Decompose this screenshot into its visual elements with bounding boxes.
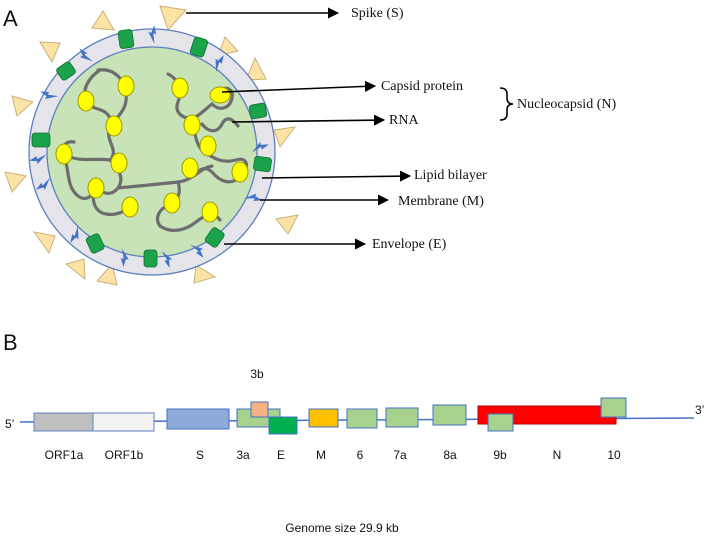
label-capsid-protein: Capsid protein bbox=[381, 79, 463, 94]
panel-b-label: B bbox=[3, 330, 18, 355]
membrane-proteins bbox=[29, 25, 269, 268]
gene-label-e: E bbox=[277, 448, 285, 462]
membrane-protein-icon bbox=[29, 154, 47, 165]
capsid-protein-icon bbox=[77, 90, 95, 112]
capsid-protein-icon bbox=[87, 177, 105, 199]
gene-7a bbox=[385, 407, 419, 428]
gene-label-3a: 3a bbox=[236, 448, 250, 462]
spike-icon bbox=[96, 262, 118, 286]
capsid-protein-icon bbox=[110, 152, 128, 174]
spike-icon bbox=[4, 171, 27, 193]
envelope-proteins bbox=[31, 29, 272, 268]
gene-label-orf1a: ORF1a bbox=[45, 448, 84, 462]
capsid-protein-icon bbox=[201, 201, 219, 223]
capsid-protein-icon bbox=[183, 114, 201, 136]
spike-proteins bbox=[4, 5, 299, 286]
spike-icon bbox=[11, 95, 35, 117]
five-prime-label: 5’ bbox=[5, 417, 14, 431]
spike-icon bbox=[245, 56, 267, 81]
three-prime-label: 3’ bbox=[695, 403, 704, 417]
label-envelope: Envelope (E) bbox=[372, 237, 447, 252]
gene-9b bbox=[487, 413, 514, 432]
gene-10 bbox=[600, 397, 627, 418]
capsid-proteins bbox=[55, 75, 249, 223]
capsid-protein-icon bbox=[117, 75, 135, 97]
membrane-protein-icon bbox=[215, 55, 224, 73]
gene-orf1b bbox=[92, 412, 155, 432]
spike-icon bbox=[91, 10, 115, 31]
membrane-protein-icon bbox=[190, 244, 204, 258]
spike-icon bbox=[39, 41, 61, 64]
membrane-protein-icon bbox=[40, 91, 59, 99]
callout-arrows bbox=[186, 7, 412, 250]
membrane-protein-icon bbox=[120, 248, 129, 267]
spike-icon bbox=[273, 126, 297, 149]
capsid-protein-icon bbox=[55, 143, 73, 165]
virion-core bbox=[46, 46, 258, 258]
gene-label-orf1b: ORF1b bbox=[105, 448, 144, 462]
envelope-protein-icon bbox=[117, 29, 135, 49]
label-membrane: Membrane (M) bbox=[398, 194, 484, 209]
spike-icon bbox=[193, 264, 217, 284]
gene-m bbox=[308, 408, 339, 428]
envelope-protein-icon bbox=[204, 227, 225, 248]
panel-a-label: A bbox=[3, 6, 18, 31]
gene-e bbox=[268, 416, 298, 435]
arrow-rna bbox=[231, 114, 386, 126]
envelope-protein-icon bbox=[31, 132, 51, 148]
envelope-protein-icon bbox=[248, 102, 268, 120]
gene-s bbox=[166, 408, 230, 430]
envelope-protein-icon bbox=[189, 36, 209, 58]
membrane-protein-icon bbox=[35, 177, 51, 191]
envelope-protein-icon bbox=[253, 155, 272, 173]
spike-icon bbox=[64, 258, 86, 281]
gene-label-8a: 8a bbox=[443, 448, 457, 462]
capsid-protein-icon bbox=[121, 196, 139, 218]
label-spike: Spike (S) bbox=[351, 6, 404, 21]
gene-label-7a: 7a bbox=[393, 448, 407, 462]
capsid-protein-icon bbox=[209, 86, 231, 104]
gene-label-6: 6 bbox=[357, 448, 364, 462]
virion-diagram bbox=[4, 5, 299, 286]
genome-map: 5’ 3’ ORF1a ORF1b S 3b 3a E M 6 7a 8a 9b… bbox=[5, 367, 704, 462]
spike-icon bbox=[159, 5, 187, 31]
label-lipid-bilayer: Lipid bilayer bbox=[414, 168, 487, 183]
spike-icon bbox=[32, 231, 56, 255]
label-nucleocapsid: Nucleocapsid (N) bbox=[517, 97, 616, 112]
capsid-protein-icon bbox=[199, 135, 217, 157]
membrane-protein-icon bbox=[148, 25, 157, 44]
membrane-protein-icon bbox=[243, 193, 263, 202]
gene-label-9b: 9b bbox=[493, 448, 507, 462]
capsid-protein-icon bbox=[231, 161, 249, 183]
gene-label-s: S bbox=[196, 448, 204, 462]
gene-6 bbox=[346, 408, 378, 429]
capsid-protein-icon bbox=[171, 77, 189, 99]
envelope-protein-icon bbox=[143, 249, 158, 268]
capsid-protein-icon bbox=[163, 192, 181, 214]
membrane-protein-icon bbox=[79, 48, 93, 62]
gene-8a bbox=[432, 404, 467, 426]
membrane-protein-icon bbox=[70, 225, 79, 243]
capsid-protein-icon bbox=[181, 157, 199, 179]
gene-label-3b: 3b bbox=[250, 367, 264, 381]
arrow-lipid bbox=[261, 170, 412, 182]
gene-label-10: 10 bbox=[607, 448, 621, 462]
genome-size-caption: Genome size 29.9 kb bbox=[285, 521, 399, 535]
envelope-protein-icon bbox=[56, 61, 76, 81]
nucleocapsid-bracket bbox=[499, 87, 514, 121]
arrow-capsid bbox=[221, 80, 377, 93]
label-rna: RNA bbox=[389, 113, 419, 128]
gene-label-m: M bbox=[316, 448, 326, 462]
gene-label-n: N bbox=[553, 448, 562, 462]
spike-icon bbox=[275, 214, 299, 235]
capsid-protein-icon bbox=[105, 115, 123, 137]
membrane-protein-icon bbox=[252, 141, 269, 153]
gene-3b bbox=[250, 401, 269, 418]
membrane-protein-icon bbox=[161, 251, 173, 268]
envelope-protein-icon bbox=[85, 233, 105, 254]
gene-orf1a bbox=[33, 412, 94, 432]
